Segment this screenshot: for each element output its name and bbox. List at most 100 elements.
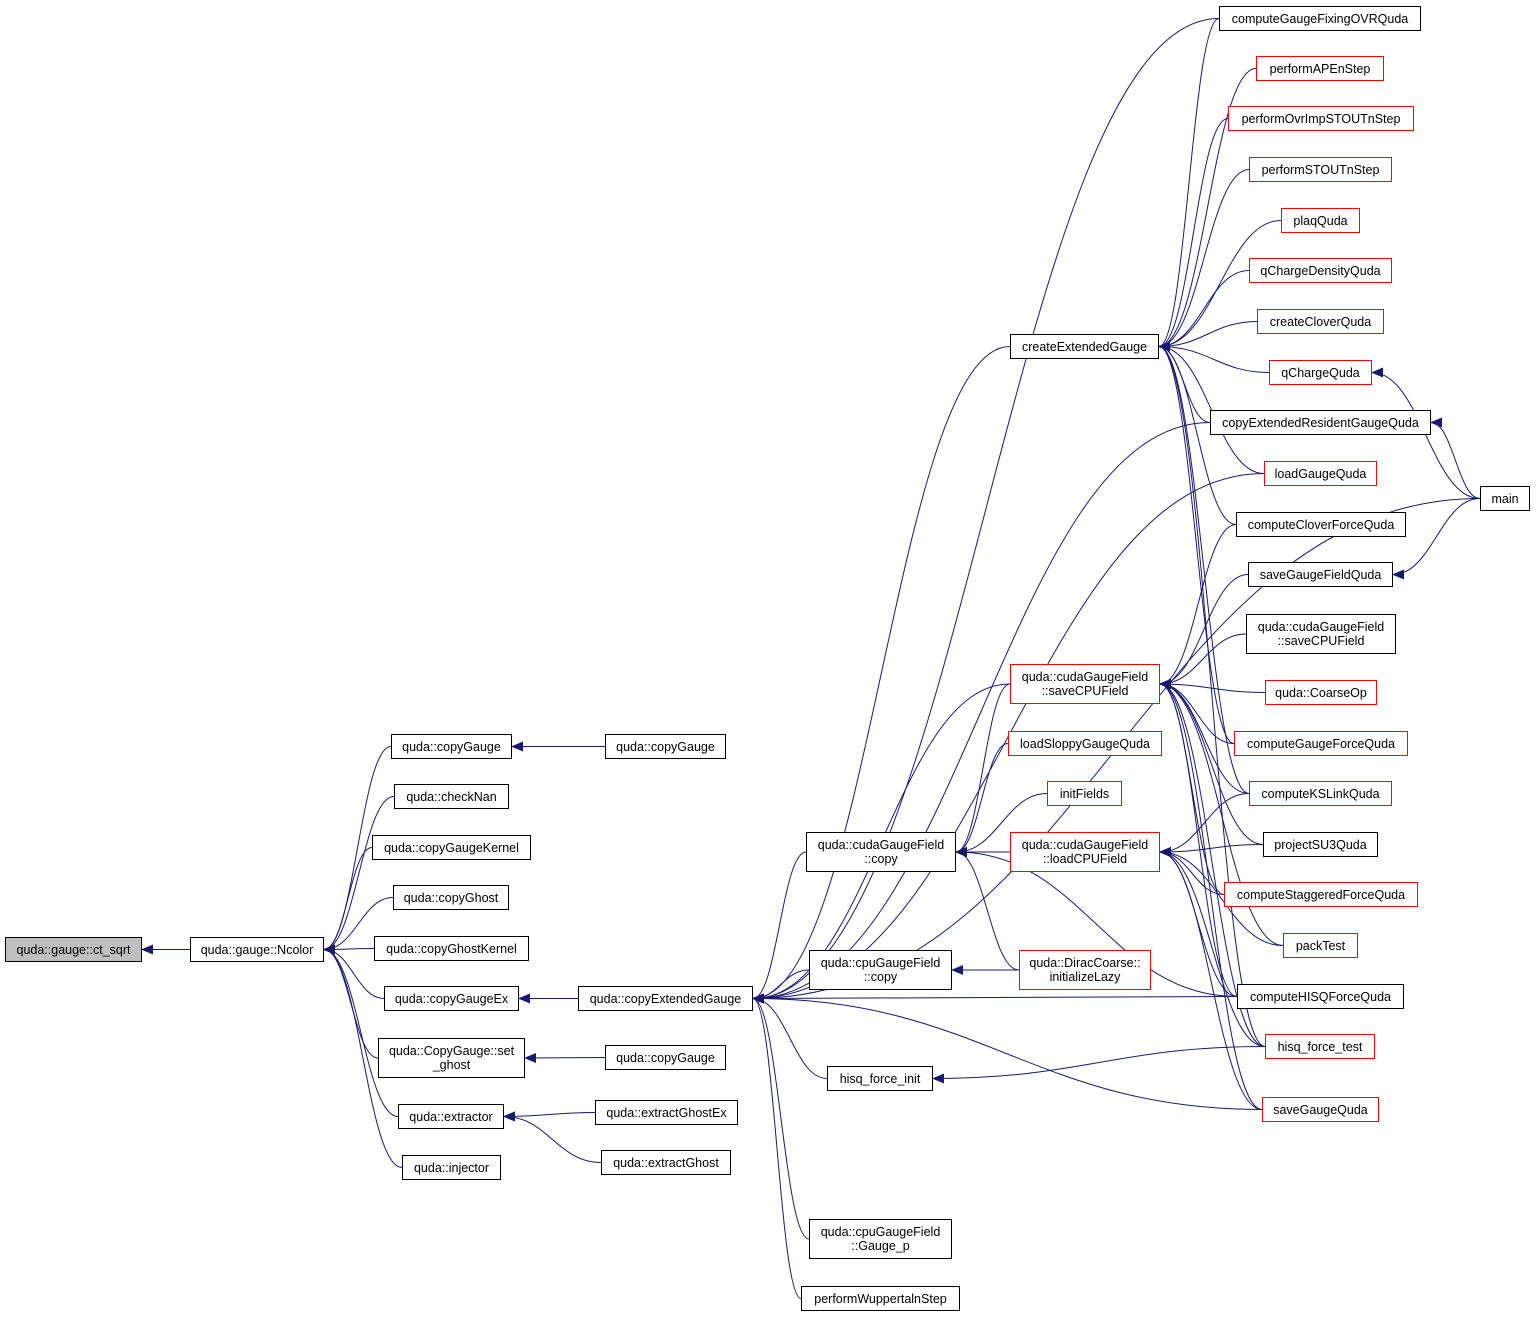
node-label: quda::copyGaugeKernel	[384, 840, 519, 855]
node-hisq-force-test[interactable]: hisq_force_test	[1265, 1034, 1375, 1059]
node-cuda-gauge-field-save-cpu-field-caller[interactable]: quda::cudaGaugeField::saveCPUField	[1246, 614, 1396, 654]
node-label: quda::cudaGaugeField	[817, 838, 945, 852]
node-label: performOvrImpSTOUTnStep	[1241, 111, 1401, 126]
node-compute-staggered-force-quda[interactable]: computeStaggeredForceQuda	[1224, 882, 1418, 907]
node-label: quda::extractor	[409, 1109, 493, 1124]
node-copy-gauge[interactable]: quda::copyGauge	[391, 734, 512, 759]
node-label: quda::copyGauge	[616, 1050, 715, 1065]
node-label: quda::gauge::Ncolor	[200, 942, 314, 957]
node-label: saveGaugeFieldQuda	[1259, 567, 1382, 582]
node-label: quda::copyExtendedGauge	[589, 991, 742, 1006]
node-label: quda::cudaGaugeField	[1021, 670, 1149, 684]
node-label: ::saveCPUField	[1041, 684, 1129, 698]
node-label: quda::cudaGaugeField	[1021, 838, 1149, 852]
node-copy-gauge-caller[interactable]: quda::copyGauge	[605, 734, 726, 759]
edge-copyExtendedResident-to-copyExtendedGauge	[752, 422, 1211, 1004]
node-label: createExtendedGauge	[1021, 339, 1148, 354]
node-perform-ape-n-step[interactable]: performAPEnStep	[1256, 56, 1384, 81]
edge-hisqForceInit-to-copyExtendedGauge	[752, 993, 828, 1079]
edge-createClover-to-createExtendedGauge	[1158, 321, 1258, 352]
node-hisq-force-init[interactable]: hisq_force_init	[827, 1066, 933, 1091]
node-cuda-gauge-field-load-cpu-field[interactable]: quda::cudaGaugeField::loadCPUField	[1010, 832, 1160, 872]
node-compute-gauge-force-quda[interactable]: computeGaugeForceQuda	[1234, 731, 1408, 756]
node-copy-gauge-set-ghost-caller[interactable]: quda::copyGauge	[605, 1045, 726, 1070]
node-save-gauge-field-quda[interactable]: saveGaugeFieldQuda	[1248, 562, 1393, 587]
node-label: quda::DiracCoarse::	[1029, 956, 1141, 970]
node-cuda-gauge-field-save-cpu-field[interactable]: quda::cudaGaugeField::saveCPUField	[1010, 664, 1160, 704]
node-label: quda::copyGhost	[403, 890, 499, 905]
node-perform-stout-n-step[interactable]: performSTOUTnStep	[1249, 157, 1392, 182]
node-copy-extended-resident-gauge-quda[interactable]: copyExtendedResidentGaugeQuda	[1210, 410, 1431, 435]
node-plaq-quda[interactable]: plaqQuda	[1281, 208, 1360, 233]
node-ct-sqrt[interactable]: quda::gauge::ct_sqrt	[5, 937, 142, 962]
node-label: quda::copyGauge	[402, 739, 501, 754]
node-cuda-gauge-field-copy[interactable]: quda::cudaGaugeField::copy	[806, 832, 956, 872]
node-injector[interactable]: quda::injector	[402, 1155, 501, 1180]
edge-performSTOUT-to-createExtendedGauge	[1158, 169, 1250, 352]
node-extract-ghost-ex[interactable]: quda::extractGhostEx	[595, 1100, 738, 1125]
node-load-gauge-quda[interactable]: loadGaugeQuda	[1264, 461, 1377, 486]
node-create-clover-quda[interactable]: createCloverQuda	[1257, 309, 1384, 334]
node-copy-gauge-ex[interactable]: quda::copyGaugeEx	[384, 986, 519, 1011]
node-save-gauge-quda[interactable]: saveGaugeQuda	[1262, 1097, 1379, 1122]
node-label: quda::copyGauge	[616, 739, 715, 754]
node-label: computeKSLinkQuda	[1261, 786, 1380, 801]
node-extract-ghost[interactable]: quda::extractGhost	[601, 1150, 731, 1175]
node-q-charge-quda[interactable]: qChargeQuda	[1269, 360, 1372, 385]
edge-projectSU3-to-loadCPUField	[1159, 844, 1264, 857]
edge-computeHISQForce-to-saveCPUField	[1159, 679, 1238, 997]
node-compute-ks-link-quda[interactable]: computeKSLinkQuda	[1249, 781, 1392, 806]
edge-loadSloppy-to-cudaCopy	[955, 743, 1009, 857]
node-label: quda::cpuGaugeField	[820, 956, 941, 970]
edge-checkNan-to-Ncolor	[323, 796, 395, 955]
node-pack-test[interactable]: packTest	[1283, 933, 1358, 958]
node-label: quda::copyGaugeEx	[394, 991, 509, 1006]
node-perform-ovr-imp-stout-n-step[interactable]: performOvrImpSTOUTnStep	[1228, 106, 1414, 131]
edge-performAPE-to-createExtendedGauge	[1158, 68, 1257, 352]
node-create-extended-gauge[interactable]: createExtendedGauge	[1010, 334, 1159, 359]
node-init-fields[interactable]: initFields	[1047, 781, 1122, 806]
edge-cpuCopy-to-copyExtendedGauge	[752, 969, 810, 1004]
node-copy-ghost[interactable]: quda::copyGhost	[393, 885, 509, 910]
node-perform-wuppertal-n-step[interactable]: performWuppertalnStep	[801, 1286, 960, 1311]
node-ncolor[interactable]: quda::gauge::Ncolor	[190, 937, 324, 962]
node-copy-extended-gauge[interactable]: quda::copyExtendedGauge	[578, 986, 753, 1011]
edge-main-to-copyExtendedResident	[1430, 417, 1481, 499]
node-dirac-coarse-initialize-lazy[interactable]: quda::DiracCoarse::initializeLazy	[1019, 950, 1151, 990]
edge-extractGhostEx-to-extractor	[503, 1111, 596, 1122]
node-project-su3-quda[interactable]: projectSU3Quda	[1263, 832, 1378, 857]
node-compute-clover-force-quda[interactable]: computeCloverForceQuda	[1236, 512, 1406, 537]
node-cpu-gauge-field-gauge-p[interactable]: quda::cpuGaugeField::Gauge_p	[809, 1219, 952, 1259]
node-label: performSTOUTnStep	[1261, 162, 1380, 177]
node-label: computeGaugeFixingOVRQuda	[1231, 11, 1409, 26]
node-copy-gauge-kernel[interactable]: quda::copyGaugeKernel	[372, 835, 531, 860]
edge-plaqQuda-to-createExtendedGauge	[1158, 220, 1282, 352]
node-label: qChargeDensityQuda	[1260, 263, 1381, 278]
node-label: initializeLazy	[1049, 970, 1121, 984]
edge-packTest-to-saveCPUField	[1159, 679, 1284, 946]
node-label: computeStaggeredForceQuda	[1236, 887, 1406, 902]
edge-saveGaugeQuda-to-loadCPUField	[1159, 847, 1263, 1110]
edge-packTest-to-loadCPUField	[1159, 847, 1284, 946]
node-copy-ghost-kernel[interactable]: quda::copyGhostKernel	[374, 936, 529, 961]
node-check-nan[interactable]: quda::checkNan	[394, 784, 509, 809]
node-coarse-op[interactable]: quda::CoarseOp	[1265, 680, 1377, 705]
node-load-sloppy-gauge-quda[interactable]: loadSloppyGaugeQuda	[1008, 731, 1162, 756]
edge-computeGaugeFixingOVR-to-createExtendedGauge	[1158, 18, 1220, 352]
edge-saveGaugeQuda-to-saveCPUField	[1159, 679, 1263, 1110]
edge-performOvrImp-to-createExtendedGauge	[1158, 118, 1229, 352]
node-extractor[interactable]: quda::extractor	[398, 1104, 504, 1129]
edge-extractGhost-to-extractor	[503, 1111, 602, 1163]
node-cpu-gauge-field-copy[interactable]: quda::cpuGaugeField::copy	[809, 950, 952, 990]
node-compute-gauge-fixing-ovr-quda[interactable]: computeGaugeFixingOVRQuda	[1219, 6, 1421, 31]
node-label: quda::cpuGaugeField	[820, 1225, 941, 1239]
node-label: quda::copyGhostKernel	[386, 941, 517, 956]
node-label: hisq_force_test	[1277, 1039, 1363, 1054]
node-main[interactable]: main	[1480, 486, 1530, 511]
node-q-charge-density-quda[interactable]: qChargeDensityQuda	[1249, 258, 1392, 283]
node-copygauge-set-ghost[interactable]: quda::CopyGauge::set_ghost	[378, 1038, 525, 1078]
node-compute-hisq-force-quda[interactable]: computeHISQForceQuda	[1237, 984, 1404, 1009]
edge-injector-to-Ncolor	[323, 944, 403, 1168]
edge-coarseOp-to-saveCPUField	[1159, 679, 1266, 693]
edge-computeKSLink-to-createExtendedGauge	[1158, 341, 1250, 794]
